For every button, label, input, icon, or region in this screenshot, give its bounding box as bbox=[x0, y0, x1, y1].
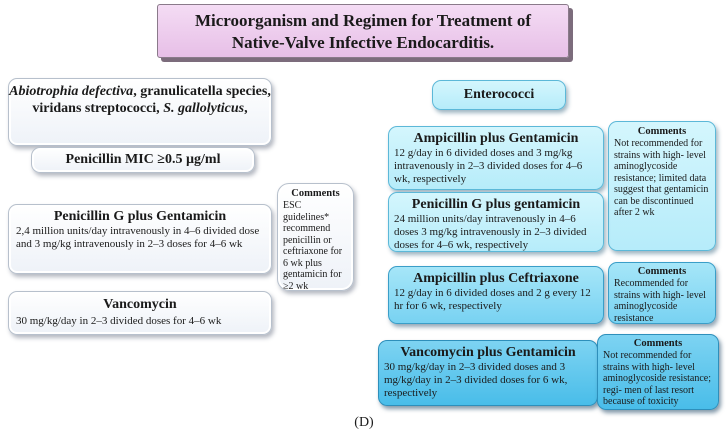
penicillin-gentamicin-text: 2,4 million units/day intravenously in 4… bbox=[16, 225, 260, 250]
vancomycin-gentamicin-heading: Vancomycin plus Gentamicin bbox=[400, 345, 576, 360]
organism-list-end: , bbox=[244, 101, 248, 116]
panel-label: (D) bbox=[354, 415, 374, 430]
title-line-2: Native-Valve Infective Endocarditis. bbox=[231, 33, 495, 52]
comments-box-2: Comments Recommended for strains with hi… bbox=[608, 262, 716, 324]
ampicillin-gentamicin-box: Ampicillin plus Gentamicin 12 g/day in 6… bbox=[388, 126, 604, 190]
organism-list: , granulicatella species, viridans strep… bbox=[32, 84, 271, 116]
penicillin-gentamicin-enterococci-heading: Penicillin G plus gentamicin bbox=[411, 197, 581, 212]
ampicillin-gentamicin-text: 12 g/day in 6 divided doses and 3 mg/kg … bbox=[394, 147, 583, 185]
mic-box: Penicillin MIC ≥0.5 µg/ml bbox=[31, 147, 255, 173]
esc-comments-box: Comments ESC guidelines* recommend penic… bbox=[277, 183, 354, 292]
penicillin-gentamicin-enterococci-box: Penicillin G plus gentamicin 24 million … bbox=[388, 192, 604, 252]
vancomycin-text: 30 mg/kg/day in 2–3 divided doses for 4–… bbox=[16, 315, 222, 327]
penicillin-gentamicin-box: Penicillin G plus Gentamicin 2,4 million… bbox=[8, 204, 272, 274]
title-line-1: Microorganism and Regimen for Treatment … bbox=[194, 11, 531, 30]
vancomycin-gentamicin-text: 30 mg/kg/day in 2–3 divided doses and 3 … bbox=[384, 361, 568, 399]
enterococci-header: Enterococci bbox=[432, 80, 566, 110]
comments-2-text: Recommended for strains with high- level… bbox=[614, 278, 706, 324]
ampicillin-ceftriaxone-box: Ampicillin plus Ceftriaxone 12 g/day in … bbox=[388, 266, 604, 324]
penicillin-gentamicin-enterococci-text: 24 million units/day intravenously in 4–… bbox=[394, 213, 587, 251]
comments-box-1: Comments Not recommended for strains wit… bbox=[608, 121, 716, 251]
vancomycin-heading: Vancomycin bbox=[103, 297, 177, 312]
diagram-title: Microorganism and Regimen for Treatment … bbox=[157, 4, 569, 58]
vancomycin-gentamicin-box: Vancomycin plus Gentamicin 30 mg/kg/day … bbox=[378, 340, 598, 406]
organism-gallolyticus: S. gallolyticus bbox=[163, 101, 245, 116]
ampicillin-ceftriaxone-heading: Ampicillin plus Ceftriaxone bbox=[413, 271, 579, 286]
organism-abiotrophia: Abiotrophia defectiva bbox=[9, 84, 134, 99]
ampicillin-ceftriaxone-text: 12 g/day in 6 divided doses and 2 g ever… bbox=[394, 287, 591, 312]
comments-1-heading: Comments bbox=[637, 126, 687, 137]
comments-3-text: Not recommended for strains with high- l… bbox=[603, 350, 712, 407]
penicillin-gentamicin-heading: Penicillin G plus Gentamicin bbox=[53, 209, 227, 224]
esc-comments-heading: Comments bbox=[291, 188, 340, 199]
ampicillin-gentamicin-heading: Ampicillin plus Gentamicin bbox=[413, 131, 579, 146]
organisms-box: Abiotrophia defectiva, granulicatella sp… bbox=[8, 78, 272, 146]
esc-comments-text: ESC guidelines* recommend penicillin or … bbox=[283, 200, 343, 292]
comments-box-3: Comments Not recommended for strains wit… bbox=[597, 334, 719, 410]
comments-1-text: Not recommended for strains with high- l… bbox=[614, 138, 709, 218]
vancomycin-box: Vancomycin 30 mg/kg/day in 2–3 divided d… bbox=[8, 291, 272, 335]
comments-2-heading: Comments bbox=[637, 266, 687, 277]
comments-3-heading: Comments bbox=[633, 338, 683, 349]
